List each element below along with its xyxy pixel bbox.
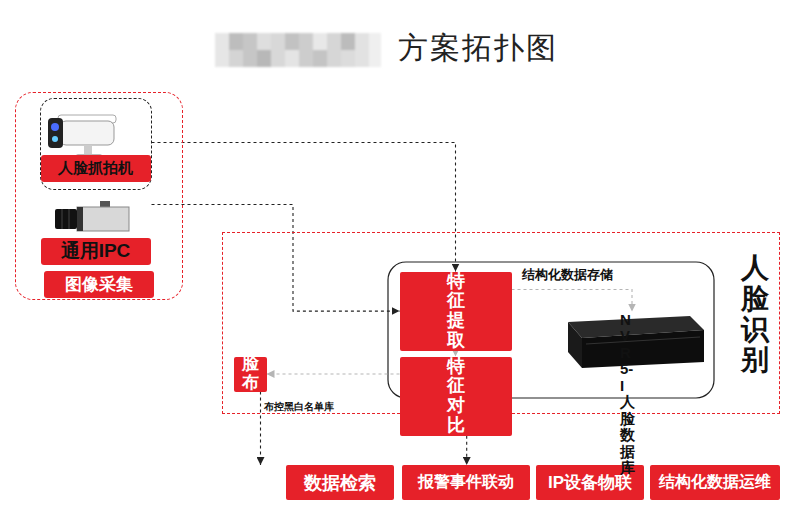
function-label: IP设备物联 xyxy=(548,471,632,494)
nvr-device xyxy=(568,316,704,368)
process-label: 人脸布控 xyxy=(234,357,267,392)
function-box: IP设备物联 xyxy=(536,465,644,500)
process-box: 特征对比 xyxy=(400,357,512,436)
diagram-title: 方案拓扑图 xyxy=(398,28,558,69)
caption: 布控黑白名单库 xyxy=(234,400,348,414)
function-box: 结构化数据运维 xyxy=(650,465,780,500)
function-label: 报警事件联动 xyxy=(418,472,514,493)
process-box: 特征提取 xyxy=(400,272,512,351)
group-label: 图像采集 xyxy=(44,271,154,298)
function-label: 结构化数据运维 xyxy=(659,472,771,493)
group-region: 图像采集 人脸抓拍机通用IPC xyxy=(15,92,183,300)
camera-box: 通用IPC xyxy=(40,200,152,266)
process-label: 特征对比 xyxy=(447,357,465,436)
dashed-connector xyxy=(466,436,467,465)
database-node: NVR5-I人脸数据库 xyxy=(548,312,708,478)
device-name: 通用IPC xyxy=(41,238,151,265)
dashed-connector xyxy=(152,143,456,272)
box-camera xyxy=(55,201,129,231)
dashed-connector xyxy=(260,392,261,466)
group-label: 人脸识别 xyxy=(741,253,769,376)
process-box: 人脸布控布控黑白名单库 xyxy=(234,357,348,414)
function-label: 数据检索 xyxy=(304,471,376,495)
function-box: 报警事件联动 xyxy=(402,465,530,500)
process-label: 特征提取 xyxy=(447,272,465,351)
dashed-connector xyxy=(512,290,633,312)
blurred-mosaic xyxy=(215,33,381,67)
group-region: 人脸识别特征提取NVR5-I人脸数据库特征对比人脸布控布控黑白名单库 xyxy=(222,232,780,414)
device-name: 人脸抓拍机 xyxy=(41,155,151,182)
edge-label: 结构化数据存储 xyxy=(520,266,615,284)
dashed-connector xyxy=(267,373,400,374)
function-box: 数据检索 xyxy=(286,465,394,500)
camera-box: 人脸抓拍机 xyxy=(40,98,152,190)
bullet-camera xyxy=(48,115,116,159)
dashed-connector xyxy=(152,205,400,312)
device-name: NVR5-I人脸数据库 xyxy=(620,312,635,477)
